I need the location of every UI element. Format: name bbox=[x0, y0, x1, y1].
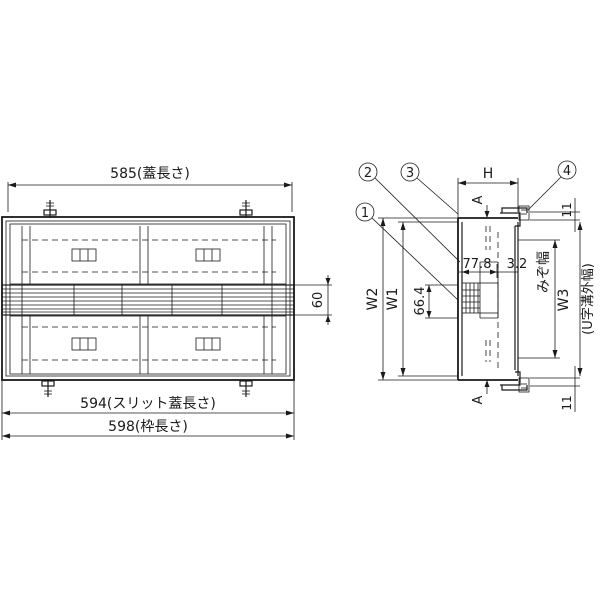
handle-hole-lower-left bbox=[71, 337, 97, 351]
bolt-bottom-left bbox=[41, 380, 55, 397]
svg-text:A: A bbox=[471, 195, 486, 204]
svg-text:A: A bbox=[471, 395, 486, 404]
slit-cover-length-dimension: 594(スリット蓋長さ) bbox=[1, 380, 295, 440]
u-ditch-outer-width-label: (U字溝外幅) bbox=[581, 263, 596, 335]
u-ditch-outer-width-dimension: (U字溝外幅) bbox=[577, 222, 596, 376]
w3-label: W3 bbox=[556, 289, 572, 312]
dim-77-8: 77.8 bbox=[463, 257, 492, 272]
cover-length-dimension: 585(蓋長さ) bbox=[7, 166, 293, 212]
bolt-bottom-right bbox=[239, 380, 253, 397]
handle-hole-upper-left bbox=[71, 248, 97, 262]
height-label: H bbox=[483, 166, 494, 182]
dim-3-2: 3.2 bbox=[507, 257, 528, 272]
section-mark-bottom: A bbox=[471, 380, 490, 404]
groove-width-label: みぞ幅 bbox=[536, 251, 552, 293]
section-mark-top: A bbox=[471, 195, 490, 218]
bolt-top-left bbox=[43, 200, 57, 218]
handle-hole-lower-right bbox=[195, 337, 221, 351]
svg-text:11: 11 bbox=[560, 395, 574, 410]
handle-hole-upper-right bbox=[195, 248, 221, 262]
svg-text:3: 3 bbox=[406, 166, 414, 181]
bolt-top-right bbox=[239, 200, 253, 218]
dim-66-4: 66.4 bbox=[413, 287, 428, 316]
offset-top-dimension: 11 bbox=[530, 198, 580, 232]
w2-dimension: W2 bbox=[365, 217, 458, 381]
svg-text:11: 11 bbox=[560, 202, 574, 217]
w1-label: W1 bbox=[385, 288, 401, 311]
svg-text:4: 4 bbox=[563, 164, 571, 179]
cover-length-label: 585(蓋長さ) bbox=[110, 166, 190, 182]
frame-length-dimension: 598(枠長さ) bbox=[2, 419, 294, 439]
section-view: 1 2 3 4 H A bbox=[355, 160, 596, 412]
frame-length-label: 598(枠長さ) bbox=[108, 419, 188, 435]
depth-dimension: 77.8 3.2 bbox=[458, 257, 527, 278]
callout-4: 4 bbox=[527, 160, 577, 211]
offset-bottom-dimension: 11 bbox=[530, 366, 580, 412]
slit-width-dimension: 60 bbox=[294, 275, 332, 325]
callout-1: 1 bbox=[355, 202, 459, 301]
dim-66-4-dimension: 66.4 bbox=[413, 284, 458, 319]
front-view: 585(蓋長さ) bbox=[1, 166, 332, 440]
height-dimension: H bbox=[457, 166, 519, 218]
upper-cover-panel bbox=[9, 223, 287, 285]
slit-band bbox=[1, 284, 295, 316]
callout-2: 2 bbox=[358, 162, 461, 263]
slit-width-label: 60 bbox=[311, 292, 326, 309]
svg-text:1: 1 bbox=[361, 206, 369, 221]
w3-dimension: みぞ幅 W3 bbox=[518, 239, 572, 359]
w1-dimension: W1 bbox=[385, 221, 458, 377]
w2-label: W2 bbox=[365, 288, 381, 311]
lower-cover-panel bbox=[9, 315, 287, 375]
frame-inner-outline bbox=[5, 220, 291, 377]
callout-3: 3 bbox=[400, 162, 459, 215]
svg-text:2: 2 bbox=[364, 166, 372, 181]
slit-cover-length-label: 594(スリット蓋長さ) bbox=[80, 396, 216, 412]
channel-section bbox=[457, 205, 530, 393]
